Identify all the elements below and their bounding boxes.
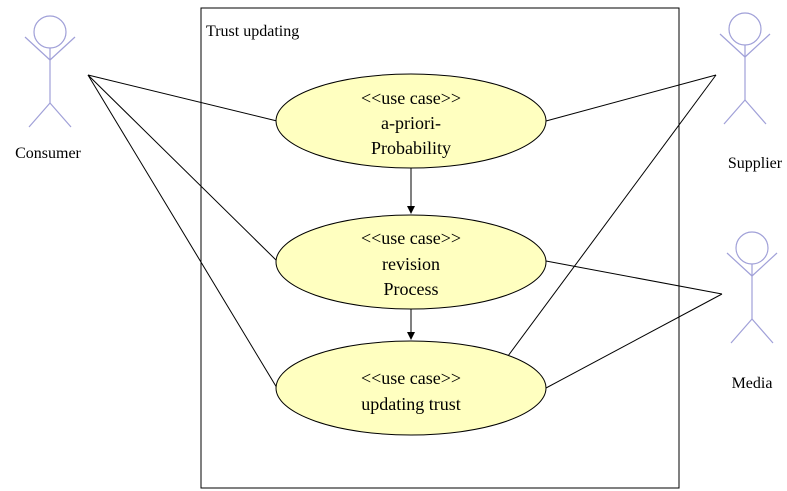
actor-label: Consumer <box>15 145 81 162</box>
assoc-media-revision <box>545 260 723 295</box>
stick-figure-icon <box>24 15 76 128</box>
use-case-label-line2: Process <box>384 279 439 299</box>
assoc-media-updating <box>545 293 723 389</box>
stick-figure-icon <box>719 12 771 125</box>
system-boundary <box>200 7 680 489</box>
use-case-updating-trust[interactable]: <<use case>> updating trust <box>275 340 547 436</box>
use-case-label-line1: a-priori- <box>381 113 441 133</box>
use-case-stereotype: <<use case>> <box>361 88 461 108</box>
assoc-supplier-updating <box>507 74 717 357</box>
use-case-apriori-probability[interactable]: <<use case>> a-priori- Probability <box>275 73 547 169</box>
use-case-label-line1: revision <box>382 254 440 274</box>
actor-label: Supplier <box>728 155 783 172</box>
assoc-consumer-updating <box>87 74 278 389</box>
assoc-consumer-revision <box>87 74 278 262</box>
use-case-stereotype: <<use case>> <box>361 228 461 248</box>
associations <box>87 74 723 389</box>
use-case-revision-process[interactable]: <<use case>> revision Process <box>275 214 547 310</box>
actor-label: Media <box>732 375 773 392</box>
actor-supplier[interactable]: Supplier <box>719 12 783 172</box>
use-case-label-line1: updating trust <box>361 394 461 414</box>
use-case-stereotype: <<use case>> <box>361 368 461 388</box>
actor-media[interactable]: Media <box>726 231 778 392</box>
assoc-supplier-apriori <box>545 74 717 122</box>
system-label: Trust updating <box>206 23 299 40</box>
use-case-label-line2: Probability <box>371 138 451 158</box>
assoc-consumer-apriori <box>87 74 278 122</box>
stick-figure-icon <box>726 231 778 344</box>
actor-consumer[interactable]: Consumer <box>15 15 82 162</box>
